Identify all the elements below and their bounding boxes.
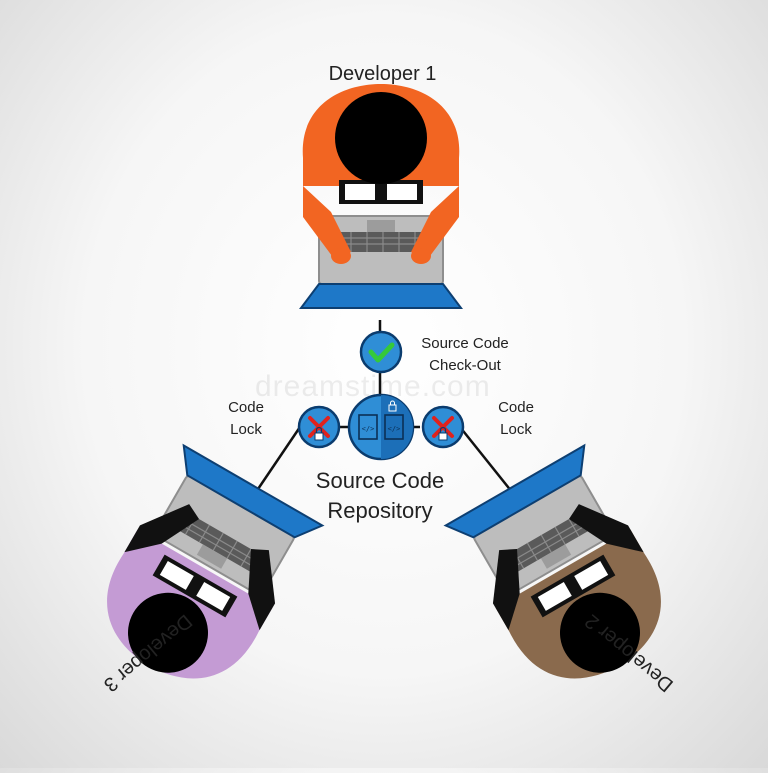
code-file-icon: </> [384, 414, 404, 440]
left-code-lock-icon [297, 405, 341, 449]
code-file-icon: </> [358, 414, 378, 440]
right-code-lock-icon [421, 405, 465, 449]
svg-text:</>: </> [362, 425, 375, 433]
developer-1 [300, 84, 462, 309]
lock-icon [388, 400, 397, 412]
watermark: dreamstime.com [255, 370, 491, 403]
checkout-check-icon [359, 330, 403, 374]
right-lock-label: Code Lock [488, 397, 544, 441]
repository-label: Source Code Repository [300, 466, 460, 526]
repository-icon: </> </> [347, 393, 415, 461]
repository-label-line1: Source Code [315, 468, 445, 493]
checkout-label-line1: Source Code [421, 335, 509, 352]
right-lock-label-line1: Code [498, 399, 534, 416]
left-lock-label-line2: Lock [230, 421, 262, 438]
svg-text:</>: </> [388, 425, 401, 433]
developer-1-label: Developer 1 [328, 63, 437, 85]
developer-3 [107, 444, 324, 679]
checkout-label-line2: Check-Out [429, 357, 501, 374]
left-lock-label: Code Lock [218, 397, 274, 441]
developer-2 [444, 444, 661, 679]
right-lock-label-line2: Lock [500, 421, 532, 438]
left-lock-label-line1: Code [228, 399, 264, 416]
checkout-label: Source Code Check-Out [410, 333, 520, 377]
repository-label-line2: Repository [327, 498, 433, 523]
